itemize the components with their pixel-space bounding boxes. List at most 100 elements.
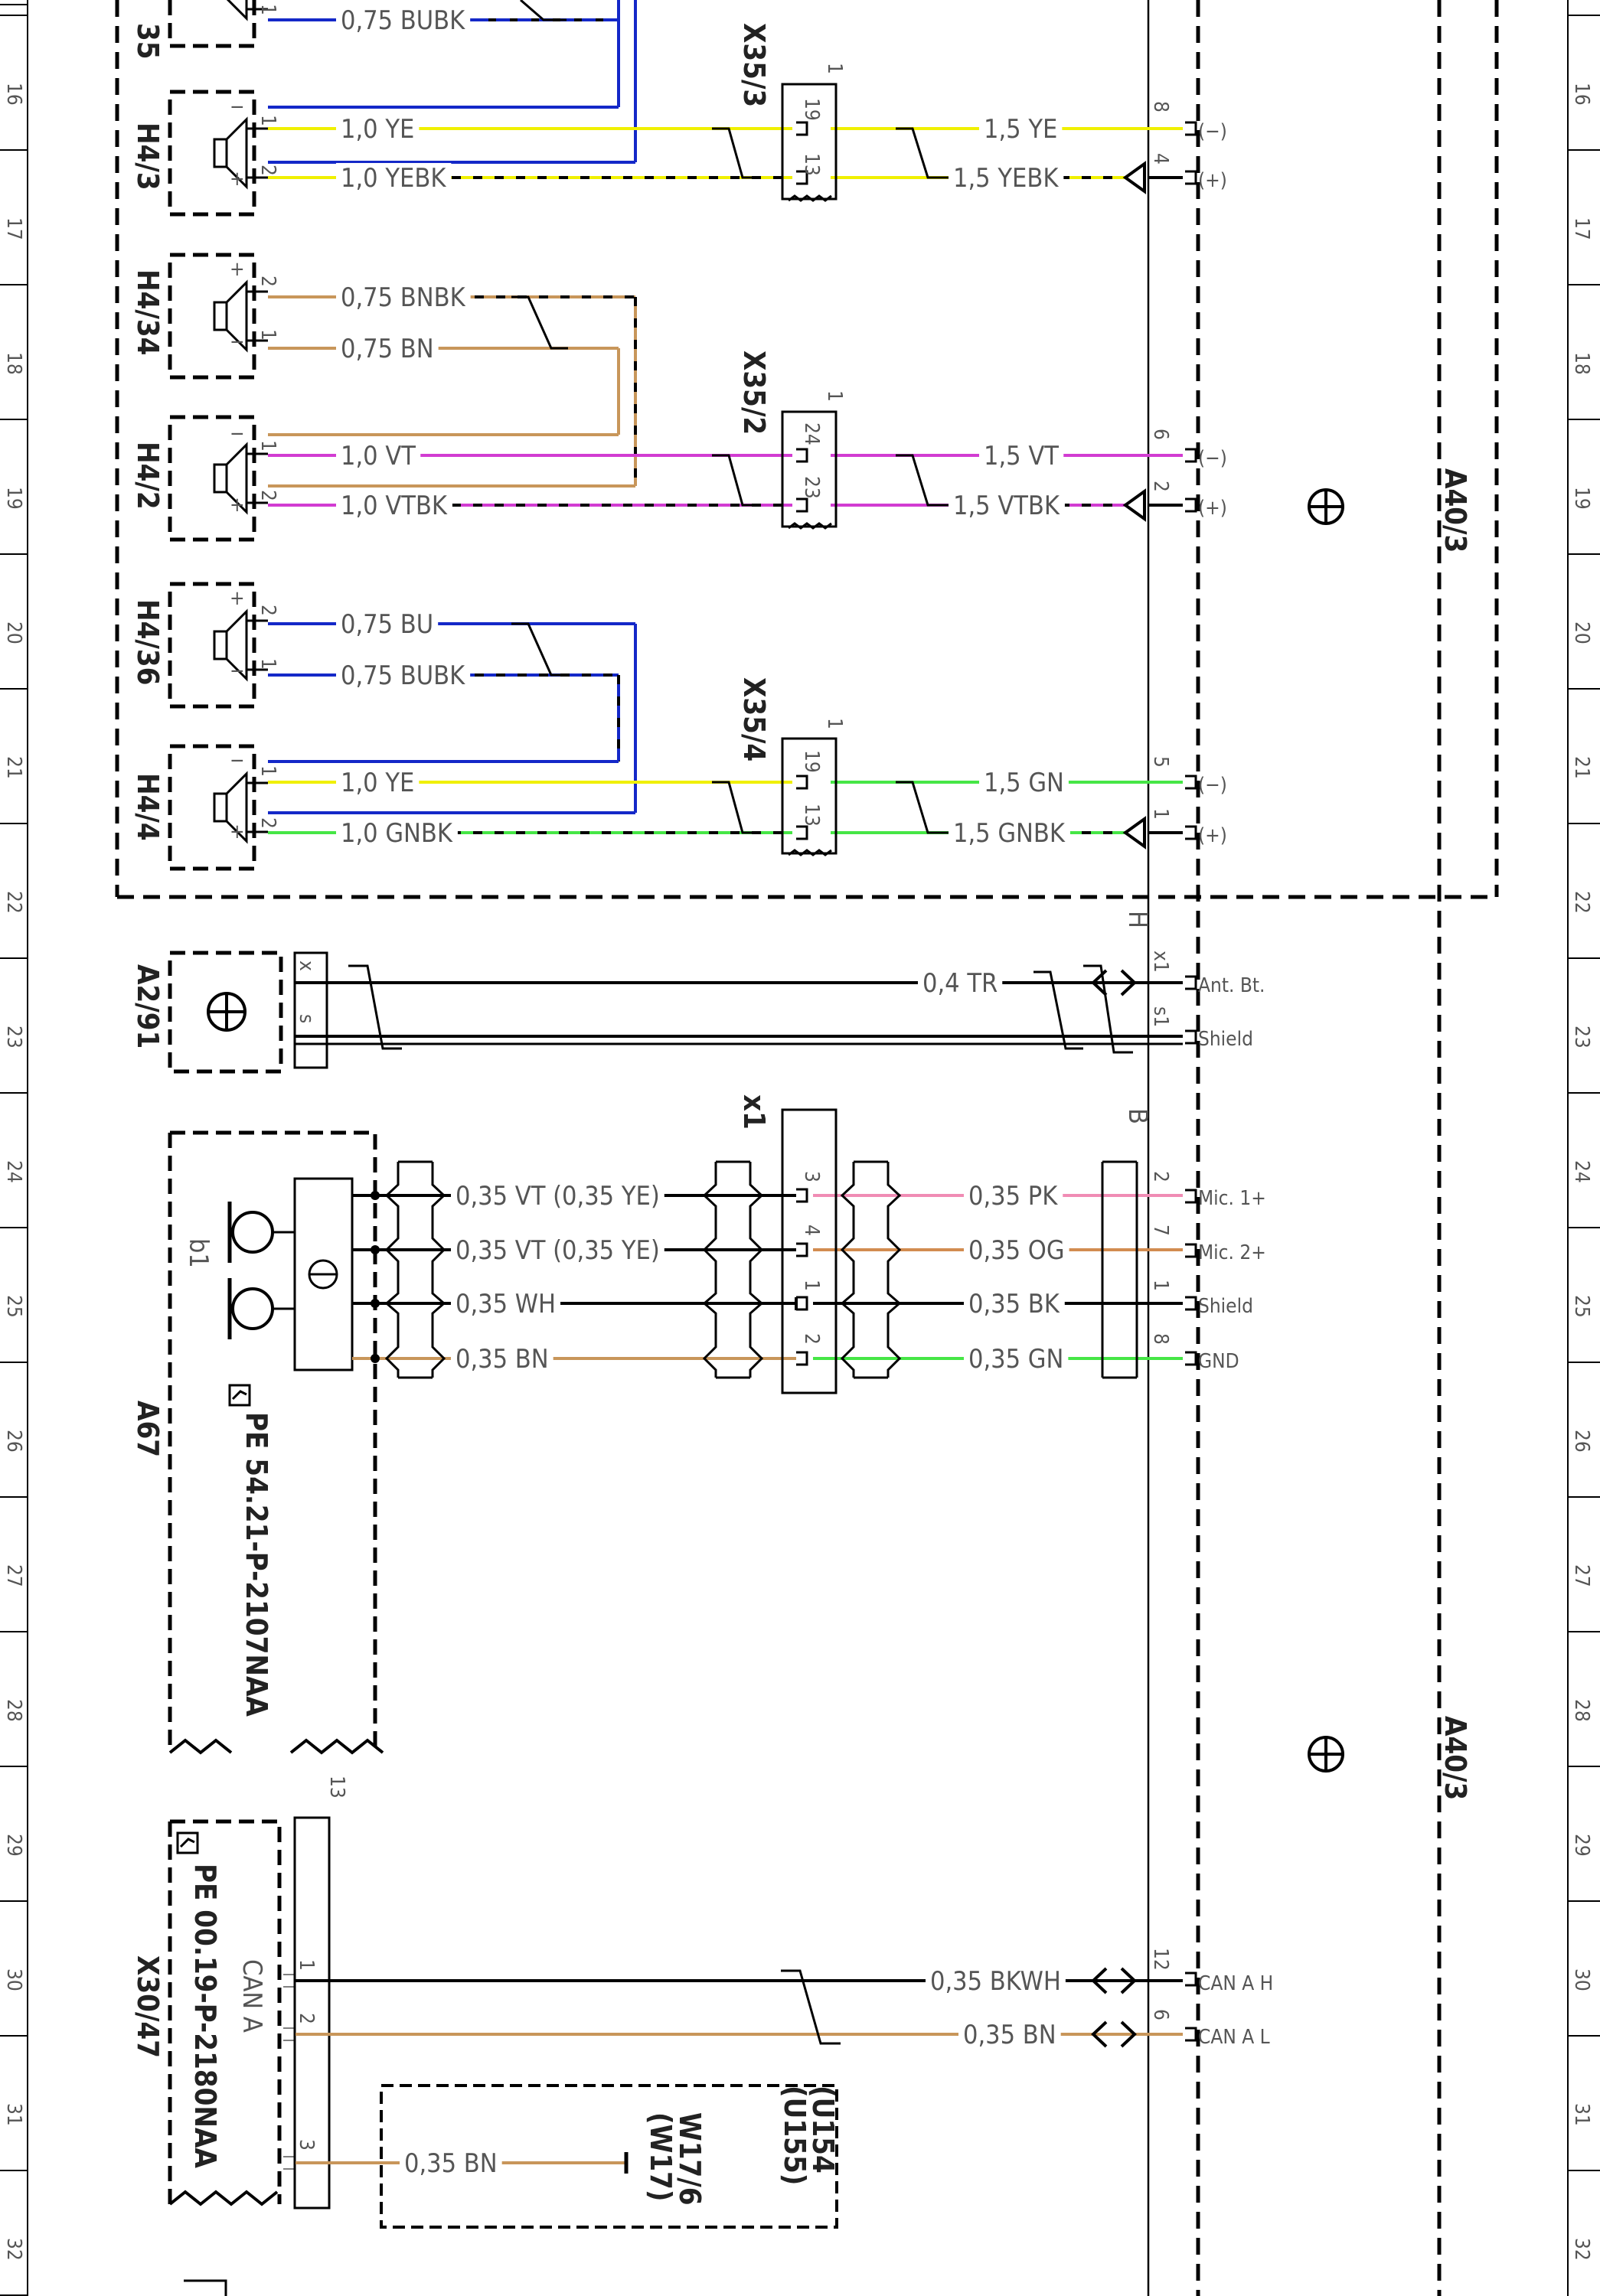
zone-label: 19: [2, 487, 25, 510]
component-label-h4-34: H4/34: [131, 269, 165, 355]
wire-label-bg: [336, 163, 452, 194]
pin-number: 1: [256, 329, 279, 341]
pin-number: x: [295, 960, 318, 971]
wire-label-bg: [451, 1344, 553, 1375]
polarity-plus: +: [230, 258, 245, 281]
wire-label: 0,35 VT (0,35 YE): [456, 1181, 660, 1212]
zone-label: 22: [2, 891, 25, 914]
pin-number: 19: [800, 98, 823, 121]
polarity-minus: −: [230, 422, 245, 445]
wire-label: 0,35 WH: [456, 1289, 556, 1319]
zone-label: 26: [2, 1430, 25, 1453]
pin-number: 1: [823, 63, 846, 74]
polarity-minus: −: [230, 331, 245, 354]
zone-label: 23: [1570, 1026, 1593, 1049]
wire-label-bg: [400, 2148, 502, 2179]
wire-label: 0,35 VT (0,35 YE): [456, 1235, 660, 1266]
signal-label: Ant. Bt.: [1198, 974, 1265, 997]
wire-label-bg: [979, 441, 1064, 471]
wire-label: 0,75 BN: [341, 334, 434, 364]
wire-label: 1,5 GNBK: [953, 818, 1066, 849]
component-label-x30-47: X30/47: [131, 1955, 165, 2058]
wire-label-bg: [979, 114, 1063, 145]
pin-number: 2: [295, 2013, 318, 2024]
connector-letter-h: H: [1122, 911, 1153, 928]
pin-number: 19: [800, 750, 823, 773]
speaker-h4-2: [170, 417, 268, 540]
wire-label: 0,35 GN: [968, 1344, 1063, 1375]
zone-label: 18: [2, 352, 25, 375]
wire-label-bg: [949, 491, 1065, 521]
wire-label: 1,5 VT: [984, 441, 1059, 471]
wire-label-bg: [336, 609, 439, 640]
wire-label: 1,0 YE: [341, 114, 414, 145]
wire-label: 0,35 PK: [968, 1181, 1058, 1212]
reference-pe-x30: PE 00.19-P-2180NAA: [188, 1864, 222, 2168]
wire-label-bg: [958, 2020, 1061, 2050]
a67-module: [168, 1130, 384, 1755]
polarity-minus: −: [230, 660, 245, 683]
pin-labels: 11221122112191324231913111846251xsx1s134…: [256, 4, 1172, 2151]
signal-label: (−): [1198, 120, 1227, 143]
pin-number: s: [295, 1014, 318, 1023]
zone-label: 31: [2, 2103, 25, 2126]
zone-label: 20: [1570, 621, 1593, 644]
polarity-plus: +: [230, 587, 245, 610]
wire-label: 0,75 BNBK: [341, 282, 466, 313]
zone-label: 32: [1570, 2238, 1593, 2261]
pin-number: 12: [1149, 1948, 1172, 1971]
component-label-w17-6: W17/6: [673, 2112, 707, 2206]
zone-label: 30: [1570, 1968, 1593, 1991]
pin-number: 24: [800, 422, 823, 445]
signal-label: CAN A H: [1198, 1972, 1273, 1995]
zone-label: 22: [1570, 891, 1593, 914]
pin-number: 4: [800, 1225, 823, 1236]
wires-mic: [352, 1194, 1183, 1360]
wire-label-bg: [451, 1181, 664, 1212]
signal-label: (−): [1198, 447, 1227, 470]
zone-label: 19: [1570, 487, 1593, 510]
pin-number: 3: [800, 1171, 823, 1182]
connector-letter-b: B: [1122, 1108, 1153, 1124]
signal-label: (+): [1198, 497, 1227, 520]
zone-label: 27: [1570, 1564, 1593, 1587]
pin-number: x1: [1149, 951, 1172, 973]
polarity-plus: +: [230, 820, 245, 843]
zone-label: 25: [1570, 1295, 1593, 1318]
signal-label: (+): [1198, 824, 1227, 847]
wire-label-bg: [979, 768, 1069, 798]
zone-label: 25: [2, 1295, 25, 1318]
pin-number: 13: [800, 804, 823, 827]
sheet-frame: [27, 0, 1569, 2296]
pin-number: 1: [256, 4, 279, 15]
zone-ticks: [0, 4, 1600, 2296]
zone-label: 31: [1570, 2103, 1593, 2126]
component-label-h4-4: H4/4: [131, 773, 165, 841]
wire-label: 1,5 YE: [984, 114, 1057, 145]
zone-label: 20: [2, 621, 25, 644]
pin-number: 1: [1149, 808, 1172, 820]
wire-label-bg: [336, 114, 420, 145]
pin-number: 1: [800, 1280, 823, 1291]
pin-number: 1: [295, 1959, 318, 1971]
polarity-plus: +: [230, 168, 245, 191]
component-label-u154: (U154: [806, 2086, 840, 2174]
wire-label-bg: [451, 1235, 664, 1266]
hand-pointer-icon: [228, 1384, 251, 1407]
zone-label: 26: [1570, 1430, 1593, 1453]
wire-label: 0,35 BN: [456, 1344, 549, 1375]
component-label-b1: b1: [183, 1238, 214, 1268]
hand-pointer-icon: [176, 1831, 199, 1854]
zone-label: 32: [2, 2238, 25, 2261]
pin-number: 8: [1149, 1333, 1172, 1345]
a40-terminals: [1185, 121, 1197, 2042]
reference-pe-a67: PE 54.21-P-2107NAA: [240, 1412, 273, 1717]
speaker-h4-34: [170, 255, 268, 377]
component-label-x35-2: X35/2: [737, 351, 771, 435]
connector-x35: [781, 83, 838, 856]
zone-label: 28: [1570, 1699, 1593, 1722]
wire-label-bg: [964, 1344, 1069, 1375]
